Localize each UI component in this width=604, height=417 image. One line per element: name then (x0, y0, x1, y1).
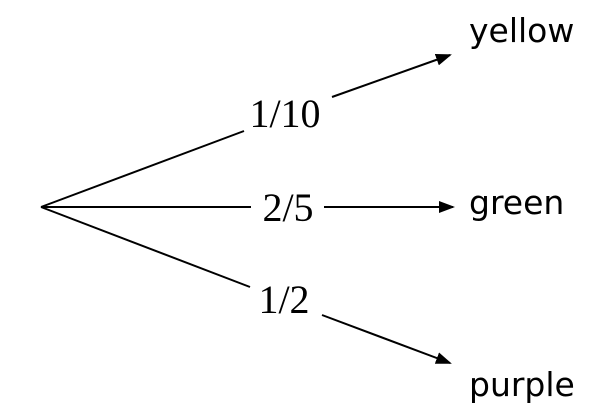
branch-yellow-arrow (331, 54, 452, 98)
branch-yellow-line-segment-start (40, 130, 245, 208)
branch-purple: 1/2 purple (40, 206, 575, 404)
branch-green: 2/5 green (41, 183, 564, 230)
branch-purple-arrow (321, 314, 452, 364)
outcome-purple-label: purple (469, 365, 575, 404)
branch-purple-probability-label: 1/2 (258, 277, 309, 322)
branch-yellow: 1/10 yellow (40, 11, 574, 208)
branch-yellow-probability-label: 1/10 (249, 91, 320, 136)
outcome-yellow-label: yellow (469, 11, 574, 50)
outcome-green-label: green (469, 183, 564, 222)
branch-green-probability-label: 2/5 (262, 185, 313, 230)
branch-purple-line-segment-start (40, 206, 251, 288)
